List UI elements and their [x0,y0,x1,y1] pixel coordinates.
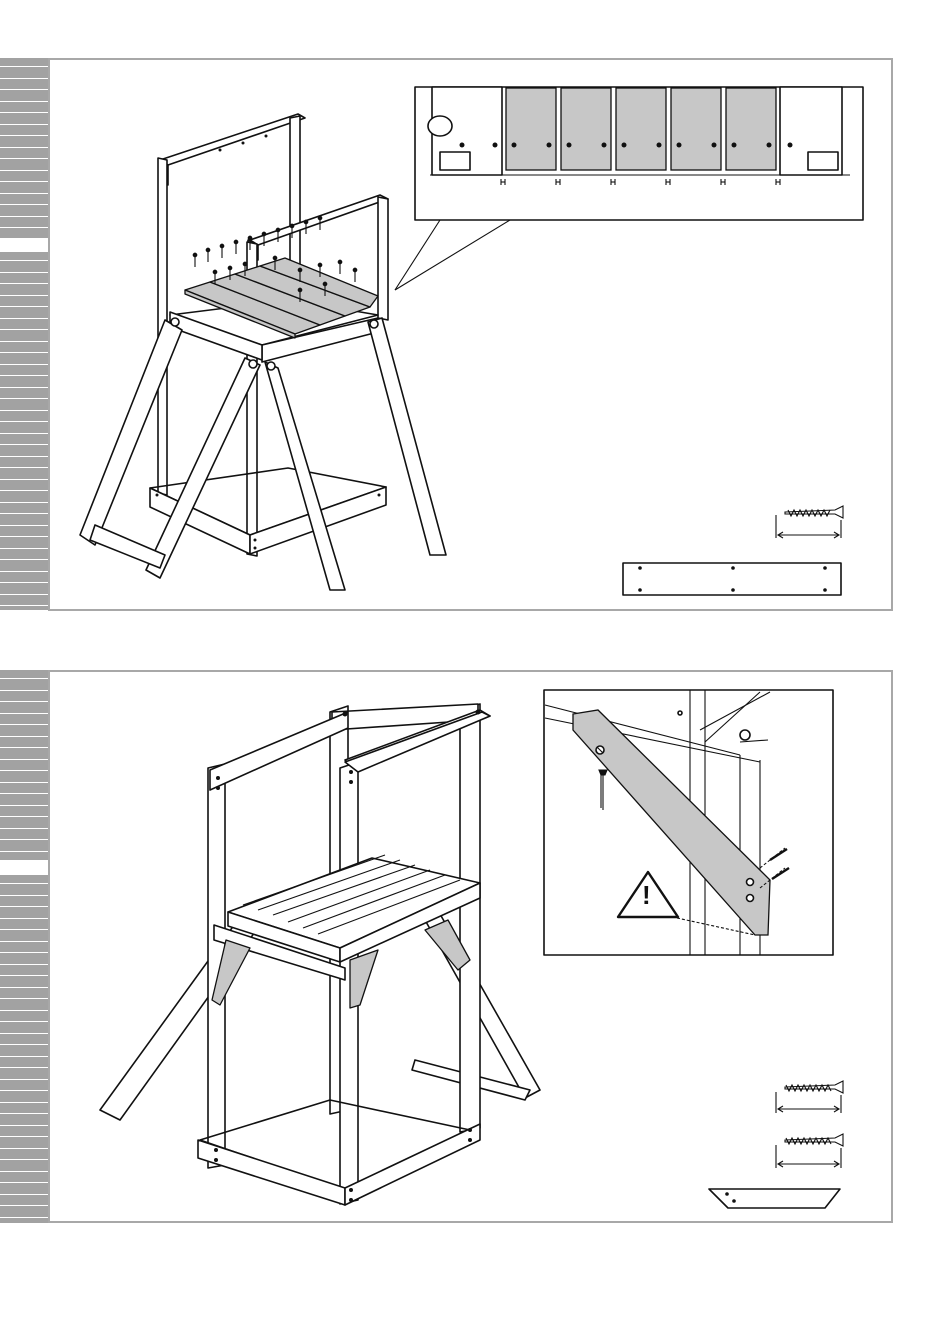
angled-brace-part [0,0,950,1344]
